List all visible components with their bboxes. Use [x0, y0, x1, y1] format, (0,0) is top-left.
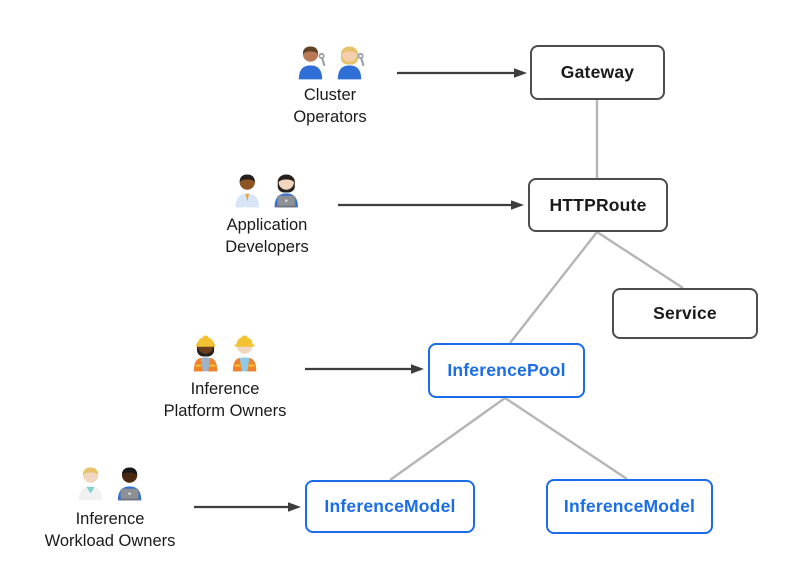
node-label: InferenceModel	[563, 496, 696, 516]
woman-mechanic-emoji	[332, 38, 368, 82]
man-construction-worker-emoji	[227, 330, 263, 374]
man-technologist-dark-emoji	[111, 459, 147, 503]
health-worker-emoji	[72, 459, 108, 503]
node-service[interactable]: Service	[612, 288, 758, 339]
node-label: Service	[653, 303, 717, 323]
edge-httproute-to-inferencepool	[509, 231, 598, 344]
actor-label-line: Inference	[75, 510, 145, 528]
node-inferencemodel-right[interactable]: InferenceModel	[546, 479, 713, 534]
actor-label-line: Cluster	[303, 86, 357, 104]
woman-construction-worker-emoji	[188, 330, 224, 374]
arrowhead-inferencemodel-left	[288, 502, 301, 512]
node-inferencepool[interactable]: InferencePool	[428, 343, 585, 398]
node-label: InferencePool	[447, 360, 566, 380]
man-office-worker-emoji	[230, 166, 266, 210]
actor-persons	[45, 461, 176, 503]
actor-label-line: Workload Owners	[44, 532, 176, 550]
node-label: HTTPRoute	[549, 194, 647, 215]
woman-technologist-emoji	[269, 166, 305, 210]
node-label: InferenceModel	[324, 496, 456, 516]
edge-httproute-to-service	[596, 230, 684, 290]
node-gateway[interactable]: Gateway	[530, 45, 665, 100]
actor-persons	[225, 168, 308, 210]
actor-label-line: Operators	[293, 108, 367, 126]
man-mechanic-emoji	[293, 38, 329, 82]
edge-inferencepool-to-inferencemodel-right	[504, 397, 628, 480]
arrowhead-gateway	[514, 68, 527, 78]
arrowhead-httproute	[511, 200, 524, 210]
actor-persons	[164, 332, 287, 374]
node-inferencemodel-left[interactable]: InferenceModel	[305, 480, 475, 533]
arrowhead-inferencepool	[411, 364, 424, 374]
actor-label-line: Platform Owners	[163, 402, 287, 420]
actor-label-line: Inference	[190, 380, 260, 398]
actor-label-line: Developers	[225, 238, 309, 256]
actor-persons	[293, 40, 368, 82]
node-label: Gateway	[560, 62, 635, 82]
edge-inferencepool-to-inferencemodel-left	[389, 397, 506, 481]
node-httproute[interactable]: HTTPRoute	[528, 178, 668, 232]
actor-label-line: Application	[226, 216, 308, 234]
